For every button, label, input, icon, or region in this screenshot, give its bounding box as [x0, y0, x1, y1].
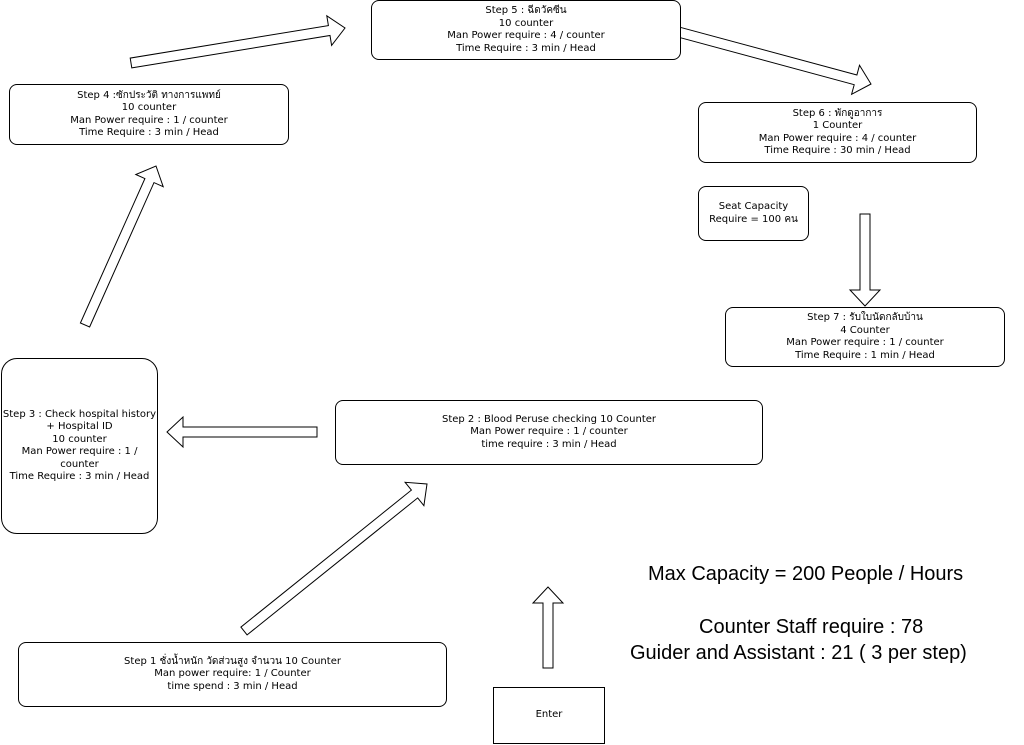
seat-capacity-title: Seat Capacity [718, 201, 789, 212]
step-1-title: Step 1 ชั่งน้ำหนัก วัดส่วนสูง จำนวน 10 C… [124, 655, 341, 667]
step-1-box: Step 1 ชั่งน้ำหนัก วัดส่วนสูง จำนวน 10 C… [18, 642, 447, 707]
step-7-title: Step 7 : รับใบนัดกลับบ้าน [807, 312, 923, 323]
counter-staff-text: Counter Staff require : 78 [699, 616, 924, 638]
step-2-title: Step 2 : Blood Peruse checking 10 Counte… [441, 413, 657, 425]
guider-assistant-text: Guider and Assistant : 21 ( 3 per step) [630, 642, 967, 664]
step-7-manpower: Man Power require : 1 / counter [786, 337, 944, 348]
step-3-hospital-id: + Hospital ID [46, 421, 113, 432]
arrow-step4-to-step5 [129, 14, 346, 69]
step-4-box: Step 4 :ซักประวัติ ทางการแพทย์ 10 counte… [9, 84, 289, 145]
step-7-counters: 4 Counter [840, 324, 890, 336]
arrow-step2-to-step3 [166, 415, 318, 449]
step-4-title: Step 4 :ซักประวัติ ทางการแพทย์ [77, 89, 221, 101]
step-2-box: Step 2 : Blood Peruse checking 10 Counte… [335, 400, 763, 465]
step-3-counters: 10 counter [52, 433, 107, 445]
step-3-time: Time Require : 3 min / Head [9, 471, 150, 482]
step-1-manpower: Man power require: 1 / Counter [154, 668, 311, 680]
enter-label: Enter [535, 709, 563, 721]
arrow-step1-to-step2 [240, 481, 428, 636]
step-6-manpower: Man Power require : 4 / counter [758, 132, 917, 144]
arrow-step6-to-step7 [848, 213, 882, 307]
step-6-counters: 1 Counter [812, 120, 863, 131]
arrow-step3-to-step4 [79, 165, 165, 328]
step-2-time: time require : 3 min / Head [481, 438, 617, 450]
seat-capacity-require: Require = 100 คน [709, 213, 798, 225]
step-5-box: Step 5 : ฉีดวัคซีน 10 counter Man Power … [371, 0, 681, 60]
step-5-time: Time Require : 3 min / Head [456, 42, 596, 54]
arrow-enter-to-step1 [531, 586, 565, 669]
step-5-manpower: Man Power require : 4 / counter [447, 30, 605, 41]
step-4-counters: 10 counter [121, 102, 177, 113]
enter-box: Enter [493, 687, 605, 744]
max-capacity-text: Max Capacity = 200 People / Hours [648, 563, 964, 585]
step-1-time: time spend : 3 min / Head [167, 680, 298, 692]
step-3-manpower: Man Power require : 1 / [21, 446, 138, 457]
step-2-manpower: Man Power require : 1 / counter [470, 426, 628, 438]
step-6-time: Time Require : 30 min / Head [764, 145, 911, 156]
step-4-manpower: Man Power require : 1 / counter [70, 114, 228, 126]
seat-capacity-box: Seat Capacity Require = 100 คน [698, 186, 809, 241]
step-3-box: Step 3 : Check hospital history + Hospit… [1, 358, 158, 534]
step-6-box: Step 6 : พักดูอาการ 1 Counter Man Power … [698, 102, 977, 163]
step-3-title: Step 3 : Check hospital history [2, 408, 157, 420]
step-7-time: Time Require : 1 min / Head [795, 349, 935, 361]
arrow-step5-to-step6 [669, 24, 872, 96]
step-5-counters: 10 counter [498, 17, 554, 29]
step-4-time: Time Require : 3 min / Head [79, 127, 219, 138]
step-5-title: Step 5 : ฉีดวัคซีน [485, 5, 567, 16]
step-7-box: Step 7 : รับใบนัดกลับบ้าน 4 Counter Man … [725, 307, 1005, 367]
step-3-manpower-unit: counter [60, 458, 99, 470]
step-6-title: Step 6 : พักดูอาการ [792, 107, 883, 119]
